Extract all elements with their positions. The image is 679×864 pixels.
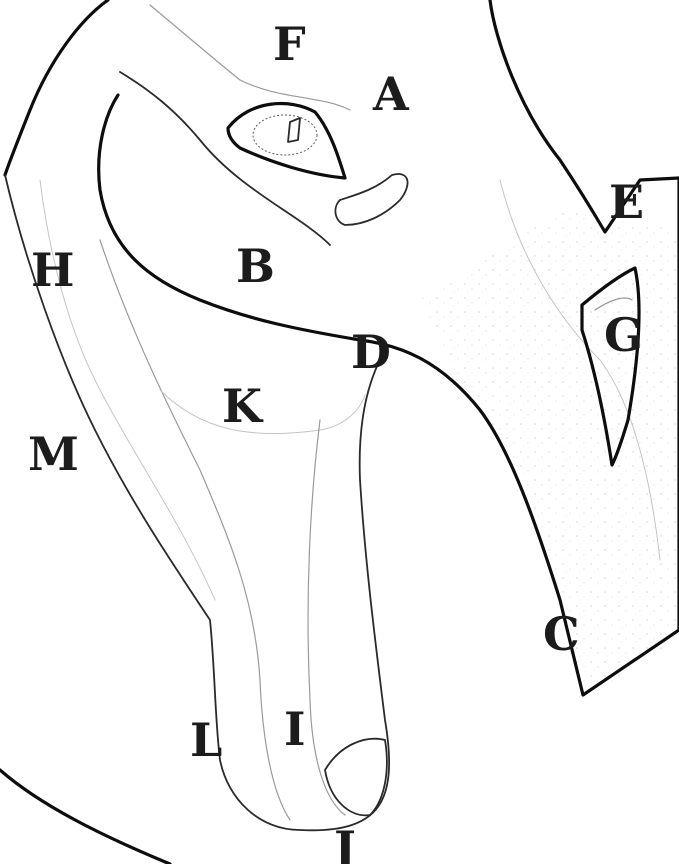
label-A: A	[372, 67, 410, 121]
label-M: M	[28, 427, 79, 481]
label-E: E	[609, 175, 644, 229]
label-D: D	[351, 325, 391, 379]
label-L: L	[190, 713, 222, 767]
label-G: G	[604, 308, 643, 362]
label-H: H	[31, 243, 74, 297]
label-B: B	[236, 239, 275, 293]
label-I: I	[284, 702, 306, 756]
label-F: F	[273, 17, 306, 71]
label-K: K	[222, 379, 264, 433]
label-J: J	[330, 821, 356, 864]
label-C: C	[543, 607, 580, 661]
